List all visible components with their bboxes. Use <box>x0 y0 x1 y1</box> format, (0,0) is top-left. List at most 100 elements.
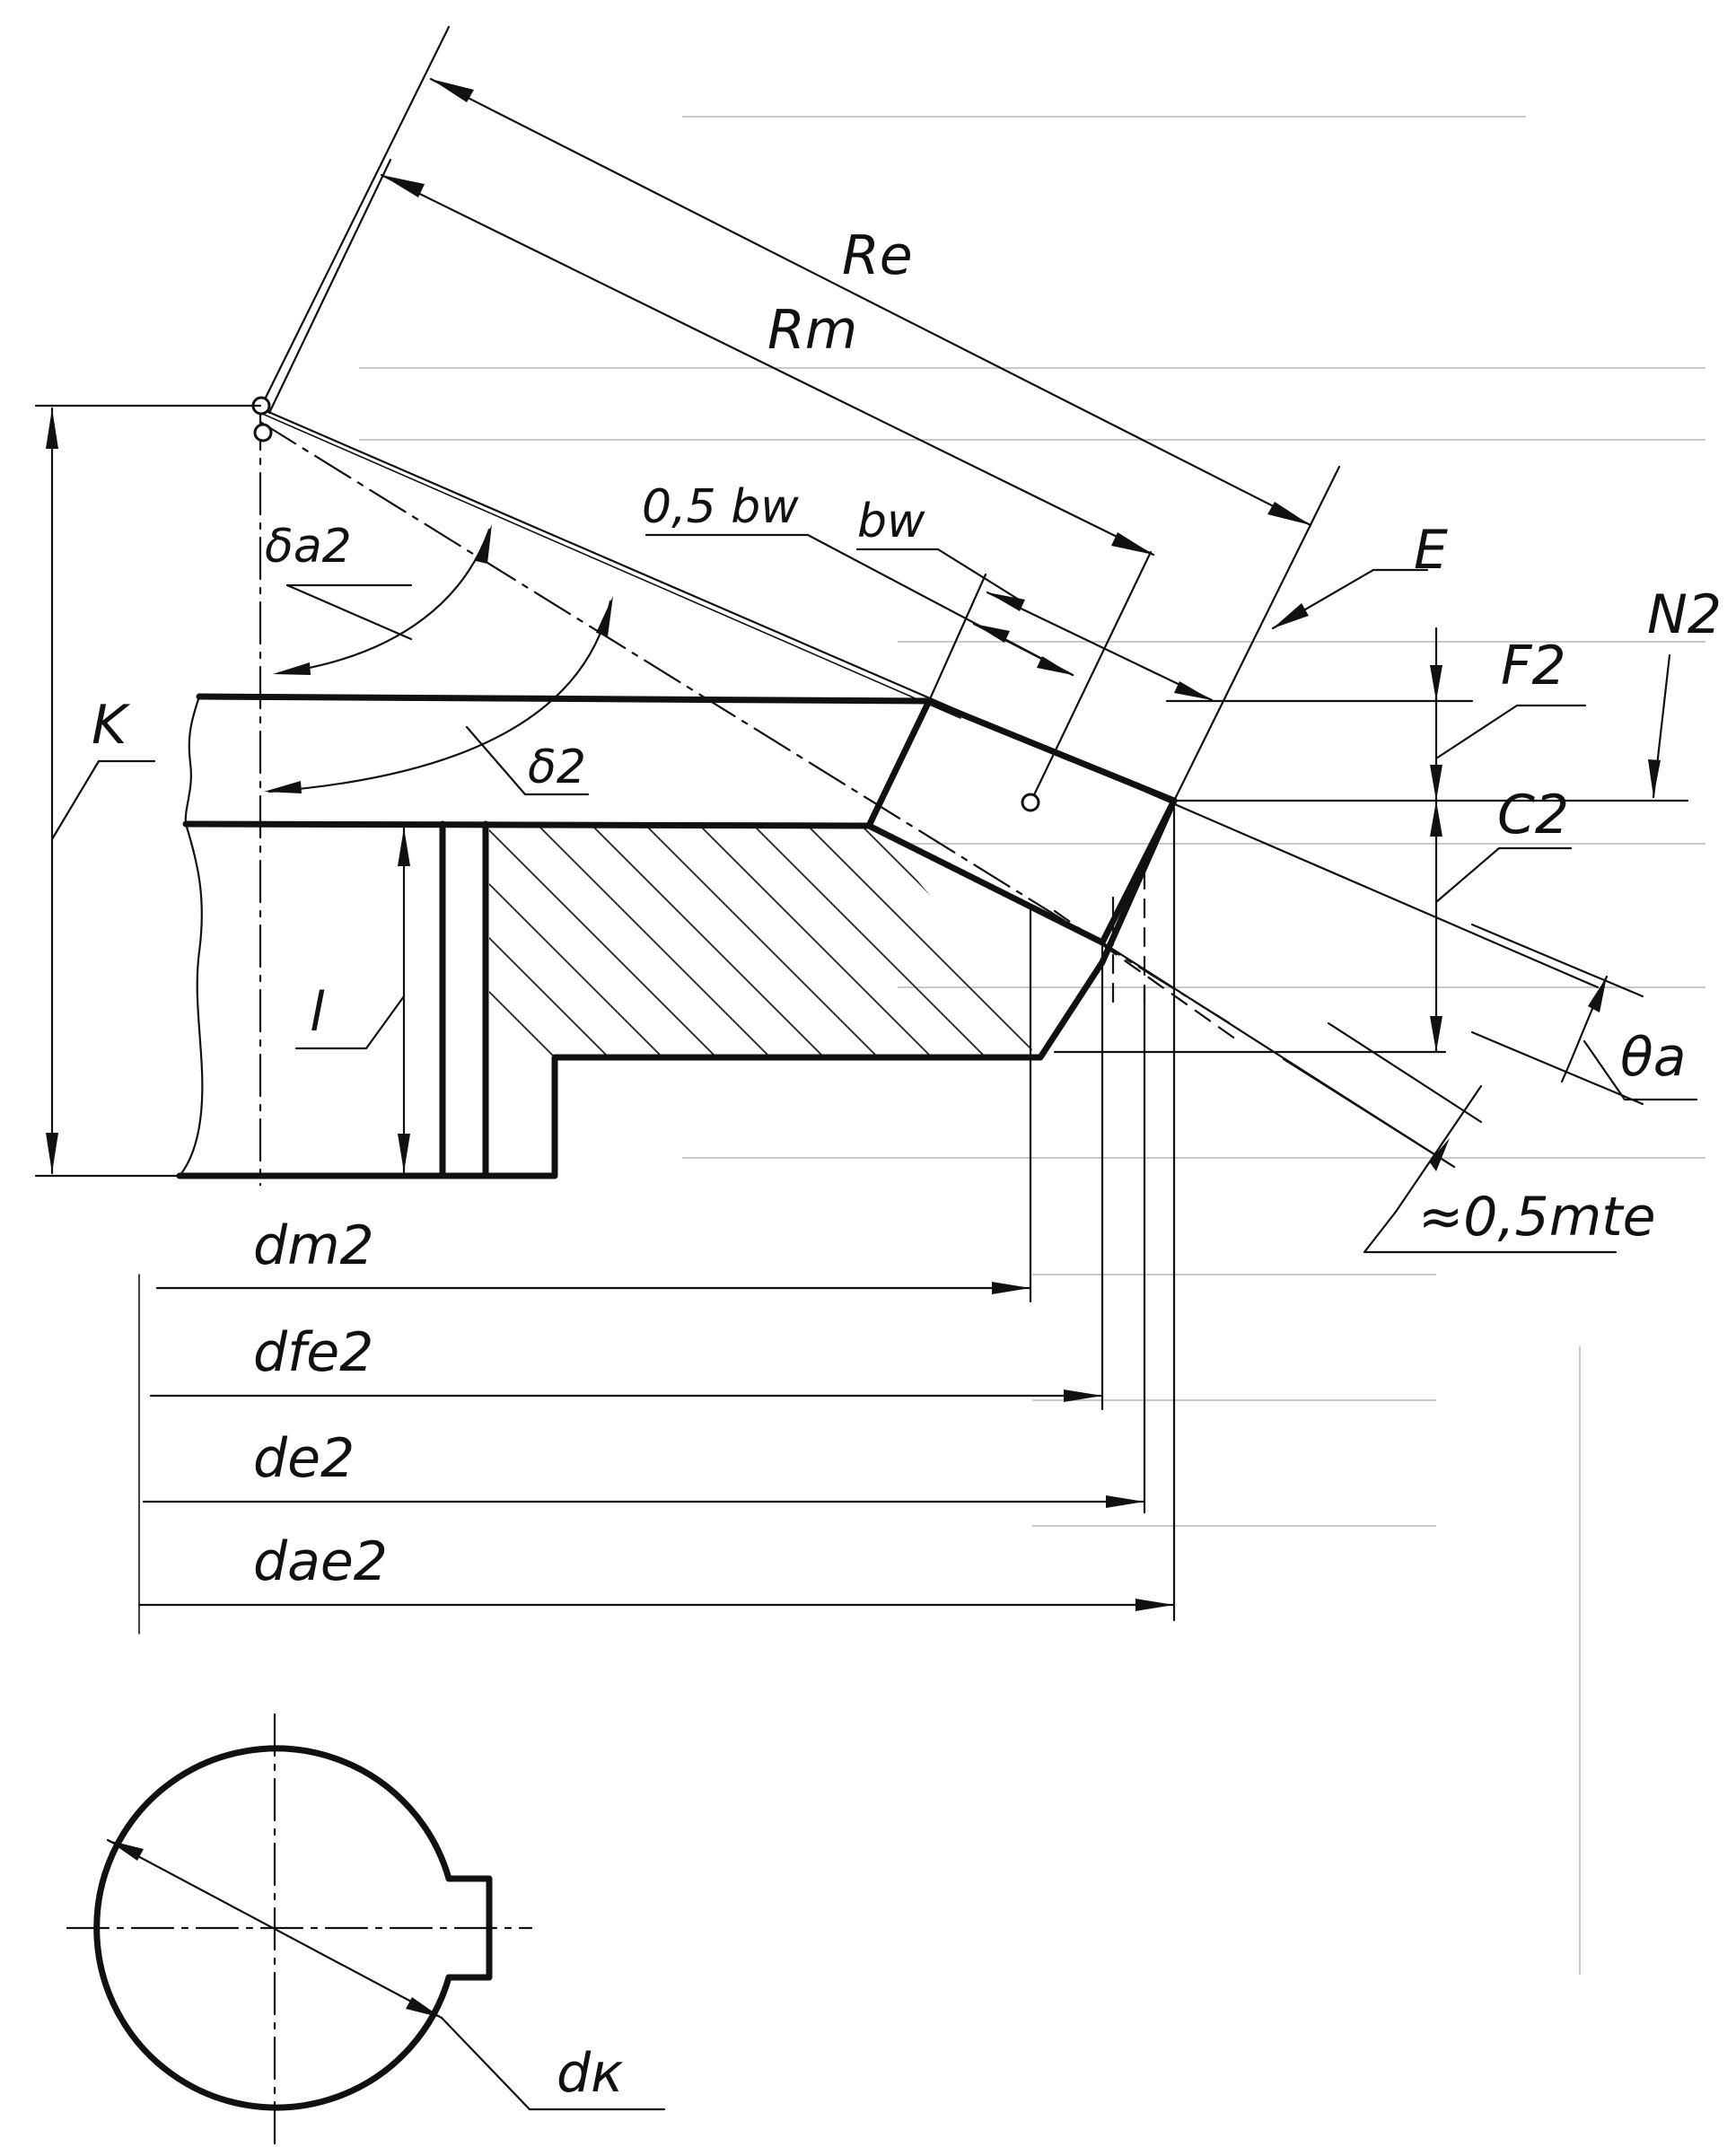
background-ghost-marks <box>359 116 1705 1975</box>
dae2-arrow <box>1135 1599 1174 1611</box>
e-label: E <box>1414 519 1448 582</box>
delta-a2-arrow-b <box>273 662 311 675</box>
bw-ext-line-inner <box>927 573 987 703</box>
k-leader <box>50 759 156 841</box>
l-leader <box>294 995 406 1050</box>
tooth-root-line <box>865 697 933 829</box>
dfe2-arrow <box>1064 1389 1102 1402</box>
rm-ext-line-mid <box>1029 550 1153 804</box>
apex-ray-1 <box>259 412 961 719</box>
delta-2-label: δ2 <box>528 741 586 794</box>
dfe2-label: dfe2 <box>253 1321 373 1384</box>
re-arrow-end <box>1267 502 1311 525</box>
bw-leader <box>855 548 1021 601</box>
pitch-cone-line <box>259 420 1232 1025</box>
delta-2-arrow-a <box>596 596 613 636</box>
delta-a2-arc <box>276 528 491 675</box>
delta-2-arrow-b <box>264 781 302 793</box>
right-dims: E F2 C2 N2 <box>1053 519 1722 1054</box>
tip-cone-line <box>259 407 1600 989</box>
c2-leader <box>1434 846 1573 904</box>
dk-label: dк <box>557 2042 623 2105</box>
delta-a2-leader <box>285 583 413 641</box>
mte-dim-line <box>1394 1084 1483 1214</box>
face-width-dims: 0,5 bw bw <box>642 480 1214 812</box>
cone-distance-dims: Re Rm <box>259 25 1341 804</box>
half-bw-label: 0,5 bw <box>642 480 799 534</box>
l-dim: l <box>294 826 410 1174</box>
mte-ext-b <box>1327 1021 1483 1124</box>
dm2-arrow <box>992 1282 1030 1294</box>
l-label: l <box>310 981 325 1044</box>
half-mte-label: ≈0,5mte <box>1418 1186 1656 1249</box>
apex-marker-2 <box>253 423 273 443</box>
theta-arrow <box>1588 977 1607 1012</box>
pitch-cone-extension <box>1053 909 1241 1043</box>
dk-arrow-a <box>108 1840 144 1861</box>
k-dim: K <box>34 404 262 1178</box>
delta-2-leader <box>465 725 590 796</box>
tooth-outer-edge <box>1099 797 1178 946</box>
bw-arrow-b <box>1174 681 1212 700</box>
theta-ext-a <box>1470 923 1644 998</box>
n2-label: N2 <box>1647 583 1722 646</box>
de2-label: de2 <box>253 1427 355 1490</box>
dk-dim-line <box>106 1838 443 2020</box>
re-arrow-start <box>431 79 474 102</box>
rm-dim-line <box>380 173 1155 557</box>
delta-2-arc <box>267 600 612 793</box>
theta-a-label: θa <box>1620 1026 1686 1089</box>
mte-leader <box>1363 1210 1618 1254</box>
k-arrow-top <box>46 408 58 449</box>
rm-ext-line-apex <box>267 158 392 415</box>
bw-dim-line <box>986 591 1214 702</box>
delta-a2-arrow-a <box>476 524 492 564</box>
c2-arrow-bottom <box>1430 1016 1442 1052</box>
rm-arrow-end <box>1111 532 1153 555</box>
k-label: K <box>92 694 131 757</box>
bore-line <box>182 820 872 829</box>
bore-circle <box>93 1745 452 2111</box>
bw-label: bw <box>857 495 925 548</box>
n2-arrow <box>1648 759 1661 797</box>
bore-section-view: dк <box>66 1713 666 2147</box>
break-line-bottom <box>178 822 204 1178</box>
mte-ext-a <box>1282 1057 1456 1169</box>
bw-arrow-a <box>987 592 1025 611</box>
c2-label: C2 <box>1497 784 1569 846</box>
de2-arrow <box>1106 1495 1144 1508</box>
theta-ext-b <box>1470 1030 1644 1106</box>
tip-angle-dims: θa ≈0,5mte <box>1282 923 1698 1254</box>
tooth-inner-edge <box>865 822 1106 946</box>
gear-section <box>176 693 1178 1179</box>
delta-a2-label: δa2 <box>265 520 352 574</box>
gear-top-contour <box>176 693 1178 1179</box>
e-arrow <box>1273 603 1309 628</box>
c2-arrow-mid-b <box>1430 801 1442 837</box>
break-line-top <box>184 695 201 826</box>
l-arrow-bottom <box>398 1134 410 1172</box>
dm2-label: dm2 <box>253 1214 374 1277</box>
f2-leader <box>1434 704 1587 760</box>
dk-leader <box>440 2016 666 2111</box>
half-bw-leader <box>644 533 1074 677</box>
f2-arrow-top <box>1430 665 1442 701</box>
rm-label: Rm <box>767 299 857 362</box>
k-arrow-bottom <box>46 1133 58 1173</box>
mid-point-marker <box>1021 793 1040 812</box>
keyway-notch <box>445 1875 493 1981</box>
re-dim-line <box>429 77 1312 527</box>
diameter-dims: dm2 dfe2 de2 dae2 <box>137 806 1176 1635</box>
f2-arrow-mid-a <box>1430 765 1442 801</box>
l-arrow-top <box>398 828 410 866</box>
re-label: Re <box>842 224 913 287</box>
re-ext-line-apex <box>259 25 451 410</box>
rm-arrow-start <box>381 175 425 197</box>
dae2-label: dae2 <box>253 1530 388 1593</box>
theta-leader <box>1583 1039 1698 1101</box>
dk-arrow-b <box>406 1997 442 2018</box>
angle-dims: δa2 δ2 <box>264 520 613 796</box>
f2-label: F2 <box>1501 635 1566 697</box>
re-ext-line-outer <box>1172 465 1341 802</box>
